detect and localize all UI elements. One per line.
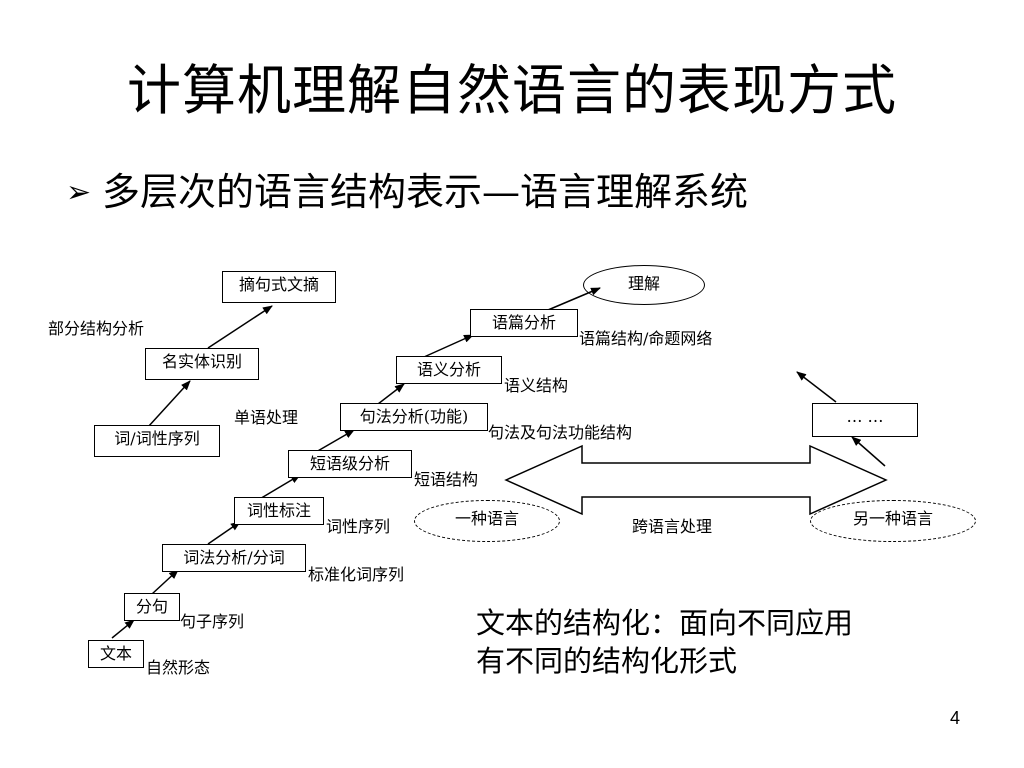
arrow-lang2-to-ellipsis-box <box>851 436 886 467</box>
conclusion-line-1: 文本的结构化：面向不同应用 <box>476 606 854 640</box>
box-word-pos-sequence: 词/词性序列 <box>94 425 220 457</box>
box-pos-tagging: 词性标注 <box>234 497 324 525</box>
arrow-pos-to-phrase <box>257 474 301 501</box>
box-ellipsis: … … <box>812 403 918 437</box>
ellipse-language-a: 一种语言 <box>414 500 560 542</box>
ellipse-understanding: 理解 <box>583 265 705 305</box>
output-sentence-sequence: 句子序列 <box>180 612 245 631</box>
output-semantic-structure: 语义结构 <box>504 376 569 395</box>
ellipse-language-b: 另一种语言 <box>810 500 976 542</box>
arrow-lexical-to-pos <box>207 521 241 545</box>
bullet-arrow-icon: ➢ <box>66 175 92 210</box>
box-text: 文本 <box>88 640 144 668</box>
output-pos-sequence: 词性序列 <box>326 517 391 536</box>
box-syntax-analysis: 句法分析(功能) <box>340 403 488 431</box>
label-cross-lingual: 跨语言处理 <box>632 517 713 536</box>
arrow-ellipsis-box-upward <box>796 371 837 403</box>
conclusion-text: 文本的结构化：面向不同应用 有不同的结构化形式 <box>476 604 853 680</box>
label-monolingual: 单语处理 <box>234 408 299 427</box>
arrow-wordseq-to-ner <box>147 380 191 428</box>
box-discourse-analysis: 语篇分析 <box>470 309 578 337</box>
output-phrase-structure: 短语结构 <box>414 470 479 489</box>
output-syntax-structure: 句法及句法功能结构 <box>488 423 633 442</box>
box-semantic-analysis: 语义分析 <box>396 356 502 384</box>
slide-title: 计算机理解自然语言的表现方式 <box>127 59 897 122</box>
box-lexical-analysis: 词法分析/分词 <box>162 544 306 572</box>
output-normalized-word-sequence: 标准化词序列 <box>308 565 405 584</box>
bullet-point: ➢ 多层次的语言结构表示—语言理解系统 <box>66 168 748 217</box>
box-phrase-analysis: 短语级分析 <box>288 450 412 478</box>
arrow-semantic-to-discourse <box>423 334 474 358</box>
page-number: 4 <box>950 708 961 728</box>
box-summary: 摘句式文摘 <box>222 271 336 303</box>
conclusion-line-2: 有不同的结构化形式 <box>476 644 738 678</box>
bullet-text: 多层次的语言结构表示—语言理解系统 <box>102 170 749 214</box>
arrow-sentence-to-lexical <box>151 569 179 595</box>
output-discourse-structure: 语篇结构/命题网络 <box>579 329 713 348</box>
arrow-text-to-sentence <box>111 619 135 639</box>
box-sentence-split: 分句 <box>124 593 180 621</box>
arrow-phrase-to-syntax <box>315 429 355 453</box>
arrow-syntax-to-semantic <box>377 383 405 405</box>
label-partial-parse: 部分结构分析 <box>48 319 145 338</box>
output-natural-form: 自然形态 <box>146 658 211 677</box>
arrow-ner-to-summary <box>207 305 273 349</box>
box-named-entity: 名实体识别 <box>145 348 259 380</box>
cross-lingual-double-arrow <box>504 444 888 516</box>
